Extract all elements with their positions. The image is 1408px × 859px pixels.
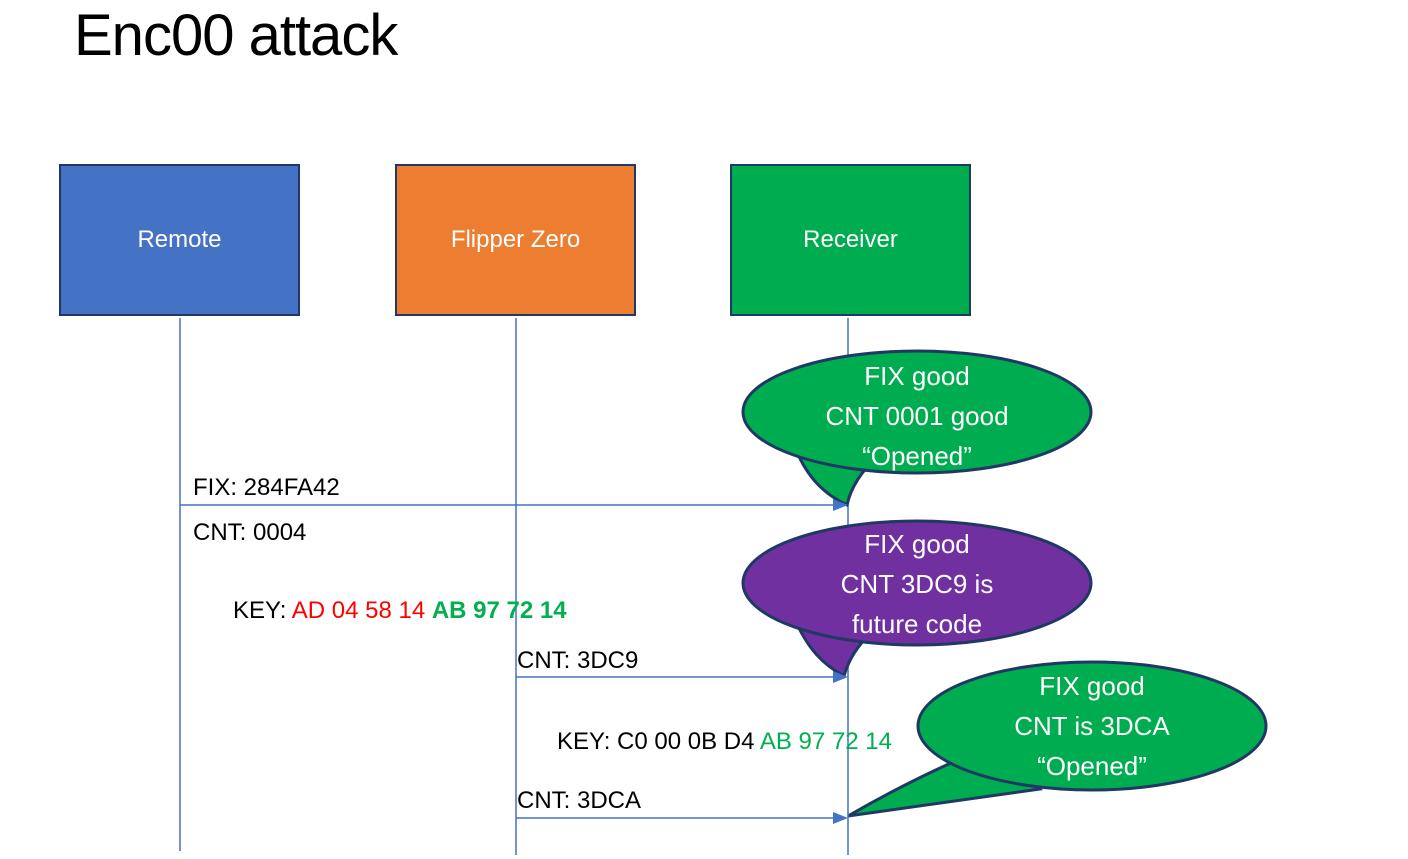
callout-1-text: FIX good CNT 0001 good “Opened” [743, 356, 1091, 476]
msg2-key-green-bytes: AB 97 72 14 [759, 728, 892, 755]
callout-1-line-2: CNT 0001 good [825, 401, 1009, 431]
callout-2-bubble [741, 519, 1093, 647]
actor-box-remote: Remote [59, 164, 300, 316]
callout-3-bubble [916, 660, 1268, 792]
callout-2-line-3: future code [851, 609, 983, 639]
arrow-2-head [833, 671, 848, 683]
msg2-key-prefix: KEY: C0 00 0B D4 [557, 728, 760, 755]
msg3-cnt: CNT: 3DCA [517, 787, 642, 814]
callout-3-line-3: “Opened” [1037, 751, 1147, 781]
callout-1-line-1: FIX good [864, 361, 970, 391]
actor-label-flipper-zero: Flipper Zero [450, 226, 581, 253]
actor-box-receiver: Receiver [730, 164, 971, 316]
actor-label-receiver: Receiver [803, 226, 898, 253]
actor-label-remote: Remote [137, 226, 222, 253]
message-3-label-above: CNT: 3DCA [517, 781, 641, 820]
callout-1-line-3: “Opened” [862, 441, 972, 471]
arrow-1-head [833, 499, 848, 511]
callout-3-text: FIX good CNT is 3DCA “Opened” [918, 666, 1266, 786]
message-1-label-above: FIX: 284FA42 [193, 468, 340, 507]
msg1-key-green-bytes: AB 97 72 14 [431, 597, 567, 624]
message-3-body: KEY: C0 02 8A 33 AB 97 72 14 [517, 822, 887, 859]
callout-3-line-2: CNT is 3DCA [1014, 711, 1170, 741]
msg2-cnt: CNT: 3DC9 [517, 647, 639, 674]
msg1-cnt: CNT: 0004 [193, 519, 307, 546]
arrow-3-head [833, 812, 848, 824]
msg1-key-prefix: KEY: [233, 597, 292, 624]
callout-1-bubble [741, 349, 1093, 475]
message-1-body: CNT: 0004 KEY: AD 04 58 14 AB 97 72 14 [193, 513, 567, 669]
callout-2-line-1: FIX good [864, 529, 970, 559]
msg1-fix: FIX: 284FA42 [193, 474, 340, 501]
callout-2-text: FIX good CNT 3DC9 is future code [743, 524, 1091, 644]
message-2-label-above: CNT: 3DC9 [517, 641, 638, 680]
slide-title: Enc00 attack [74, 3, 398, 68]
message-2-body: KEY: C0 00 0B D4 AB 97 72 14 [517, 683, 892, 800]
msg1-key-red-bytes: AD 04 58 14 [291, 597, 432, 624]
callout-2-line-2: CNT 3DC9 is [840, 569, 994, 599]
callout-3-line-1: FIX good [1039, 671, 1145, 701]
actor-box-flipper-zero: Flipper Zero [395, 164, 636, 316]
